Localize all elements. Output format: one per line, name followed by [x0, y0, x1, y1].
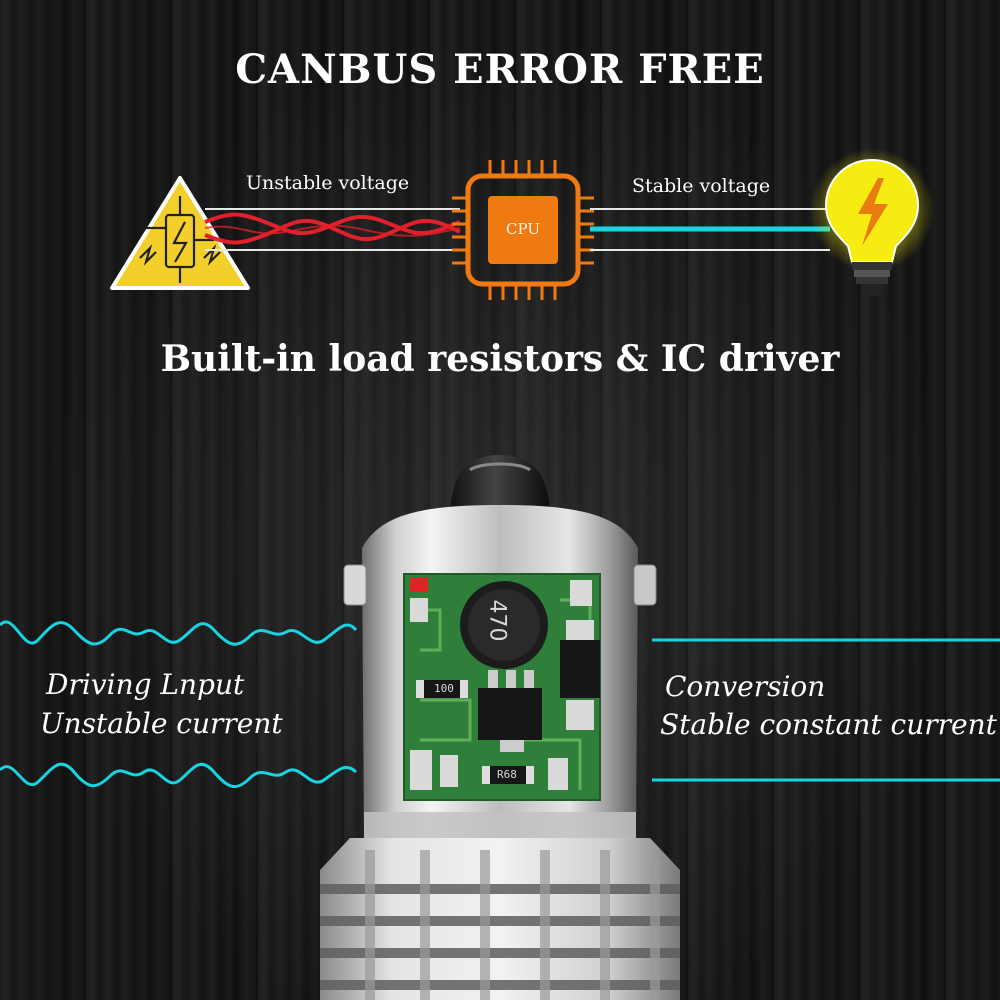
inductor-marking: 470 — [484, 599, 510, 642]
unstable-current-waves — [0, 620, 358, 788]
pcb-board — [403, 573, 601, 801]
resistor-r68-marking: R68 — [497, 768, 517, 781]
unstable-voltage-label: Unstable voltage — [246, 172, 410, 194]
cpu-chip-icon — [452, 160, 594, 300]
conversion-label: Conversion — [665, 670, 826, 703]
driving-input-label: Driving Lnput — [46, 668, 245, 701]
led-bulb-image — [320, 455, 680, 1000]
warning-voltage-icon — [110, 176, 250, 290]
resistor-marking: 100 — [434, 682, 454, 695]
stable-voltage-lines — [590, 208, 830, 251]
cpu-label: CPU — [506, 220, 540, 238]
unstable-voltage-lines — [204, 208, 461, 251]
stable-voltage-label: Stable voltage — [632, 175, 771, 197]
lightbulb-icon — [810, 148, 934, 296]
stable-current-lines — [652, 638, 1000, 782]
unstable-current-label: Unstable current — [40, 707, 283, 740]
stable-current-label: Stable constant current — [660, 708, 997, 741]
feature-subtitle: Built-in load resistors & IC driver — [160, 338, 840, 380]
page-title: CANBUS ERROR FREE — [235, 46, 765, 93]
